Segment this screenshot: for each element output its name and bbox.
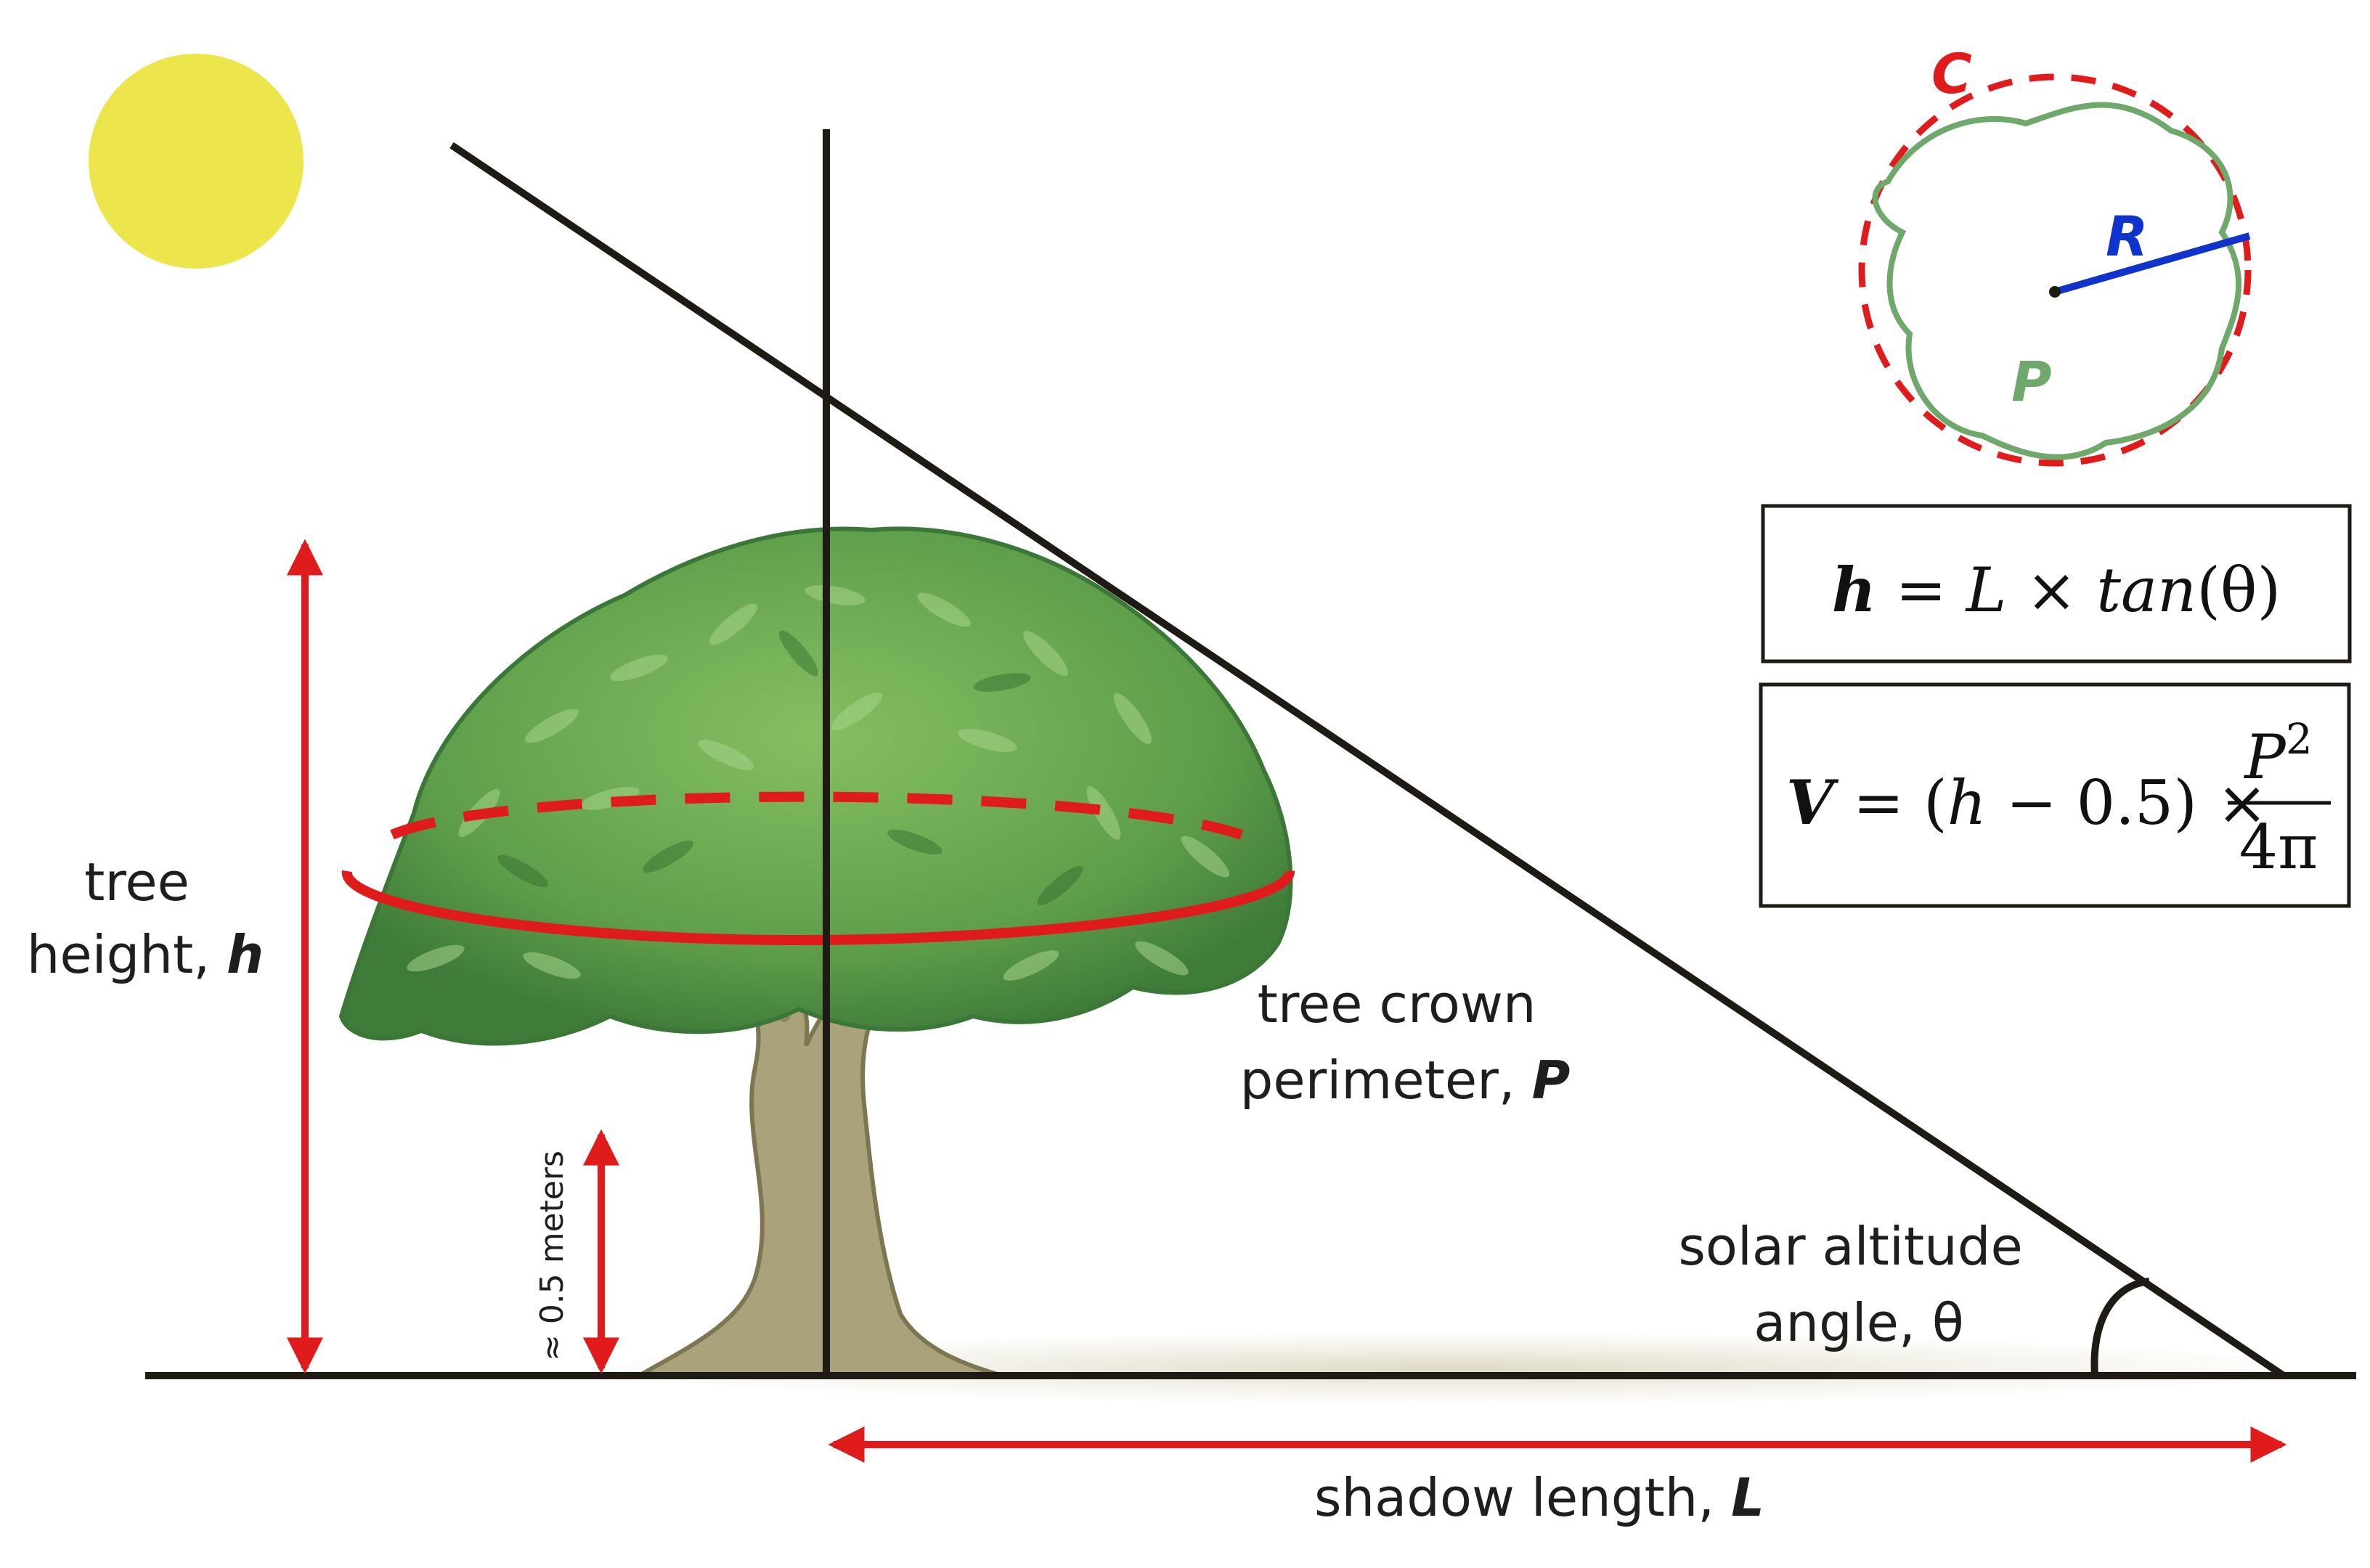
shadow-length-label: shadow length, L xyxy=(1314,1467,1764,1528)
crown-outline-p xyxy=(1872,102,2242,460)
sun-icon xyxy=(89,54,304,269)
crown-inset: C R P xyxy=(1858,41,2252,467)
volume-equation-box: V = (h − 0.5) × P2 4π xyxy=(1759,682,2351,908)
volume-equation-numerator: P2 xyxy=(2243,714,2312,793)
crown-perimeter-ring-front xyxy=(341,870,1295,946)
tree-illustration xyxy=(338,526,1293,1378)
perimeter-label-p: P xyxy=(2011,349,2052,414)
solar-angle-label: solar altitude angle, θ xyxy=(1678,1216,2039,1353)
crown-perimeter-label: tree crown perimeter, P xyxy=(1240,973,1571,1111)
circle-label-c: C xyxy=(1931,41,1972,106)
enclosing-circle-c xyxy=(1858,73,2252,467)
volume-equation-left: V = (h − 0.5) × xyxy=(1786,767,2268,838)
tree-crown xyxy=(338,526,1293,1046)
crown-perimeter-ring-back xyxy=(390,791,1244,840)
solar-angle-arc xyxy=(2090,1278,2150,1376)
tree-shadow xyxy=(617,1334,2287,1403)
radius-line-r xyxy=(2053,232,2251,295)
tree-foliage-shade xyxy=(497,630,1083,906)
height-equation: h = L × tan(θ) xyxy=(1832,554,2281,626)
sun-ray-hypotenuse xyxy=(449,142,2286,1379)
tree-trunk xyxy=(630,905,1003,1378)
radius-label-r: R xyxy=(2106,204,2149,269)
height-equation-box: h = L × tan(θ) xyxy=(1761,504,2352,663)
tree-height-label: tree height, h xyxy=(27,852,264,985)
inset-center-dot xyxy=(2049,286,2061,298)
volume-equation-denominator: 4π xyxy=(2239,812,2318,883)
base-height-label: ≈ 0.5 meters xyxy=(534,1151,571,1361)
